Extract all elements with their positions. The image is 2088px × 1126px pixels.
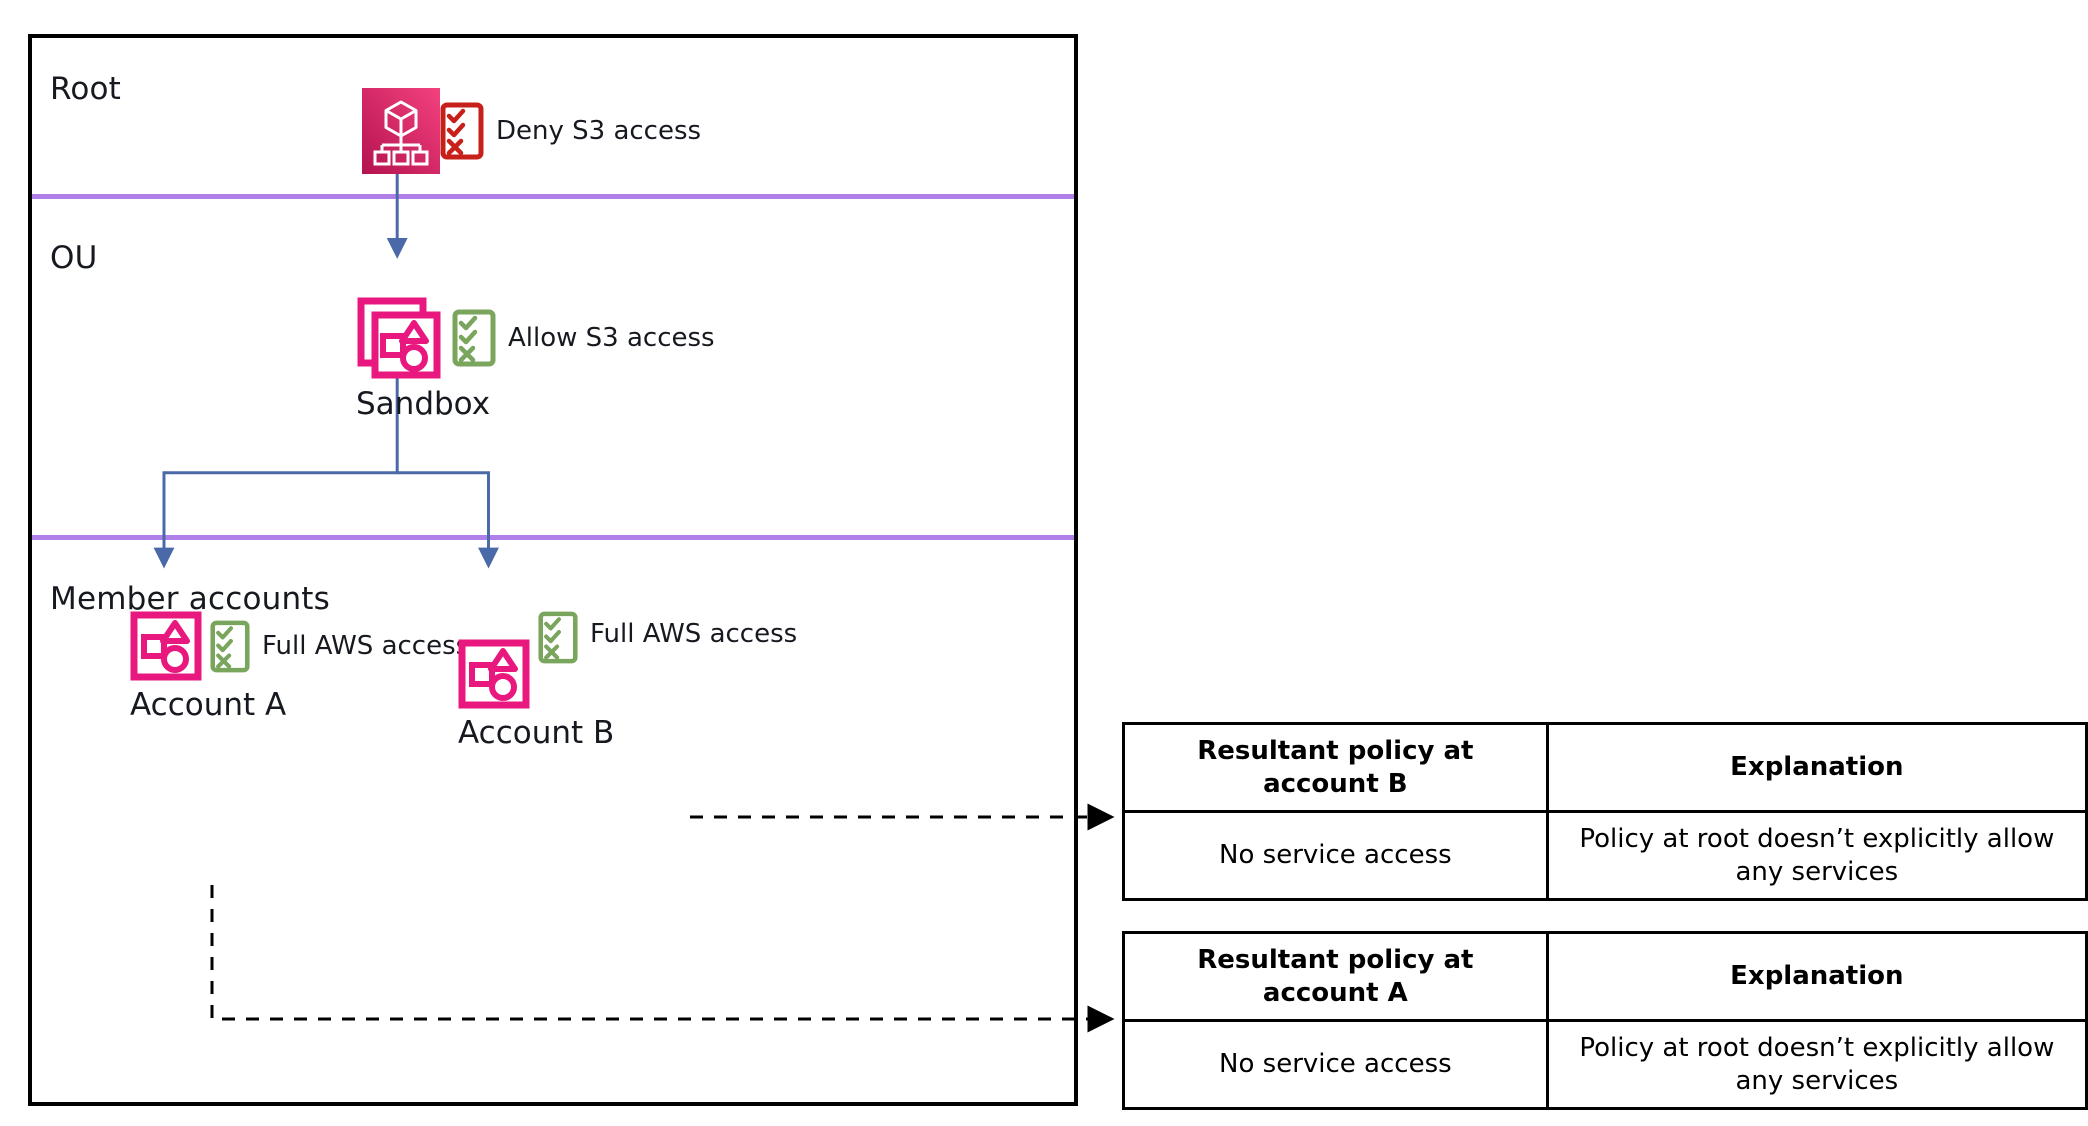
- node-account-b[interactable]: Full AWS access Account B: [458, 611, 797, 751]
- resultant-policy-table-account-b: Resultant policy at account B Explanatio…: [1122, 722, 2088, 901]
- node-sandbox-ou[interactable]: Allow S3 access Sandbox: [356, 296, 715, 422]
- account-b-caption: Account B: [458, 715, 615, 751]
- policy-badge-deny-icon: [440, 102, 484, 160]
- table-cell-resultant-policy: No service access: [1122, 810, 1549, 901]
- table-row: No service access Policy at root doesn’t…: [1122, 1019, 2088, 1110]
- tier-label-member-accounts: Member accounts: [50, 581, 331, 617]
- account-a-policy-label: Full AWS access: [262, 631, 470, 661]
- connector-sandbox-to-account-b: [397, 471, 499, 569]
- account-b-policy-label: Full AWS access: [590, 619, 798, 649]
- aws-account-icon: [130, 611, 202, 681]
- policy-badge-allow-icon: [538, 611, 578, 664]
- sandbox-caption: Sandbox: [356, 386, 491, 422]
- node-account-a[interactable]: Full AWS access Account A: [130, 611, 469, 723]
- table-header-cell: Explanation: [1545, 931, 2088, 1022]
- tier-label-ou: OU: [50, 240, 98, 276]
- node-root-organization[interactable]: Deny S3 access: [362, 88, 701, 174]
- table-header-cell: Resultant policy at account A: [1122, 931, 1549, 1022]
- table-header-row: Resultant policy at account A Explanatio…: [1122, 931, 2088, 1022]
- sandbox-policy-label: Allow S3 access: [508, 323, 715, 353]
- organizations-diagram-frame: Root OU Member accounts: [28, 34, 1078, 1106]
- tier-divider-root-ou: [32, 194, 1074, 199]
- resultant-policy-table-account-a: Resultant policy at account A Explanatio…: [1122, 931, 2088, 1110]
- table-cell-explanation: Policy at root doesn’t explicitly allow …: [1545, 1019, 2088, 1110]
- table-cell-explanation: Policy at root doesn’t explicitly allow …: [1545, 810, 2088, 901]
- tier-label-root: Root: [50, 71, 122, 107]
- table-header-row: Resultant policy at account B Explanatio…: [1122, 722, 2088, 813]
- organizational-unit-icon: [357, 297, 441, 379]
- policy-badge-allow-icon: [210, 620, 250, 672]
- table-header-cell: Explanation: [1545, 722, 2088, 813]
- table-header-cell: Resultant policy at account B: [1122, 722, 1549, 813]
- table-row: No service access Policy at root doesn’t…: [1122, 810, 2088, 901]
- aws-account-icon: [458, 639, 530, 709]
- account-a-caption: Account A: [130, 687, 287, 723]
- aws-organizations-icon: [362, 88, 440, 174]
- tier-divider-ou-members: [32, 535, 1074, 540]
- policy-badge-allow-icon: [452, 309, 496, 367]
- root-policy-label: Deny S3 access: [496, 116, 702, 146]
- table-cell-resultant-policy: No service access: [1122, 1019, 1549, 1110]
